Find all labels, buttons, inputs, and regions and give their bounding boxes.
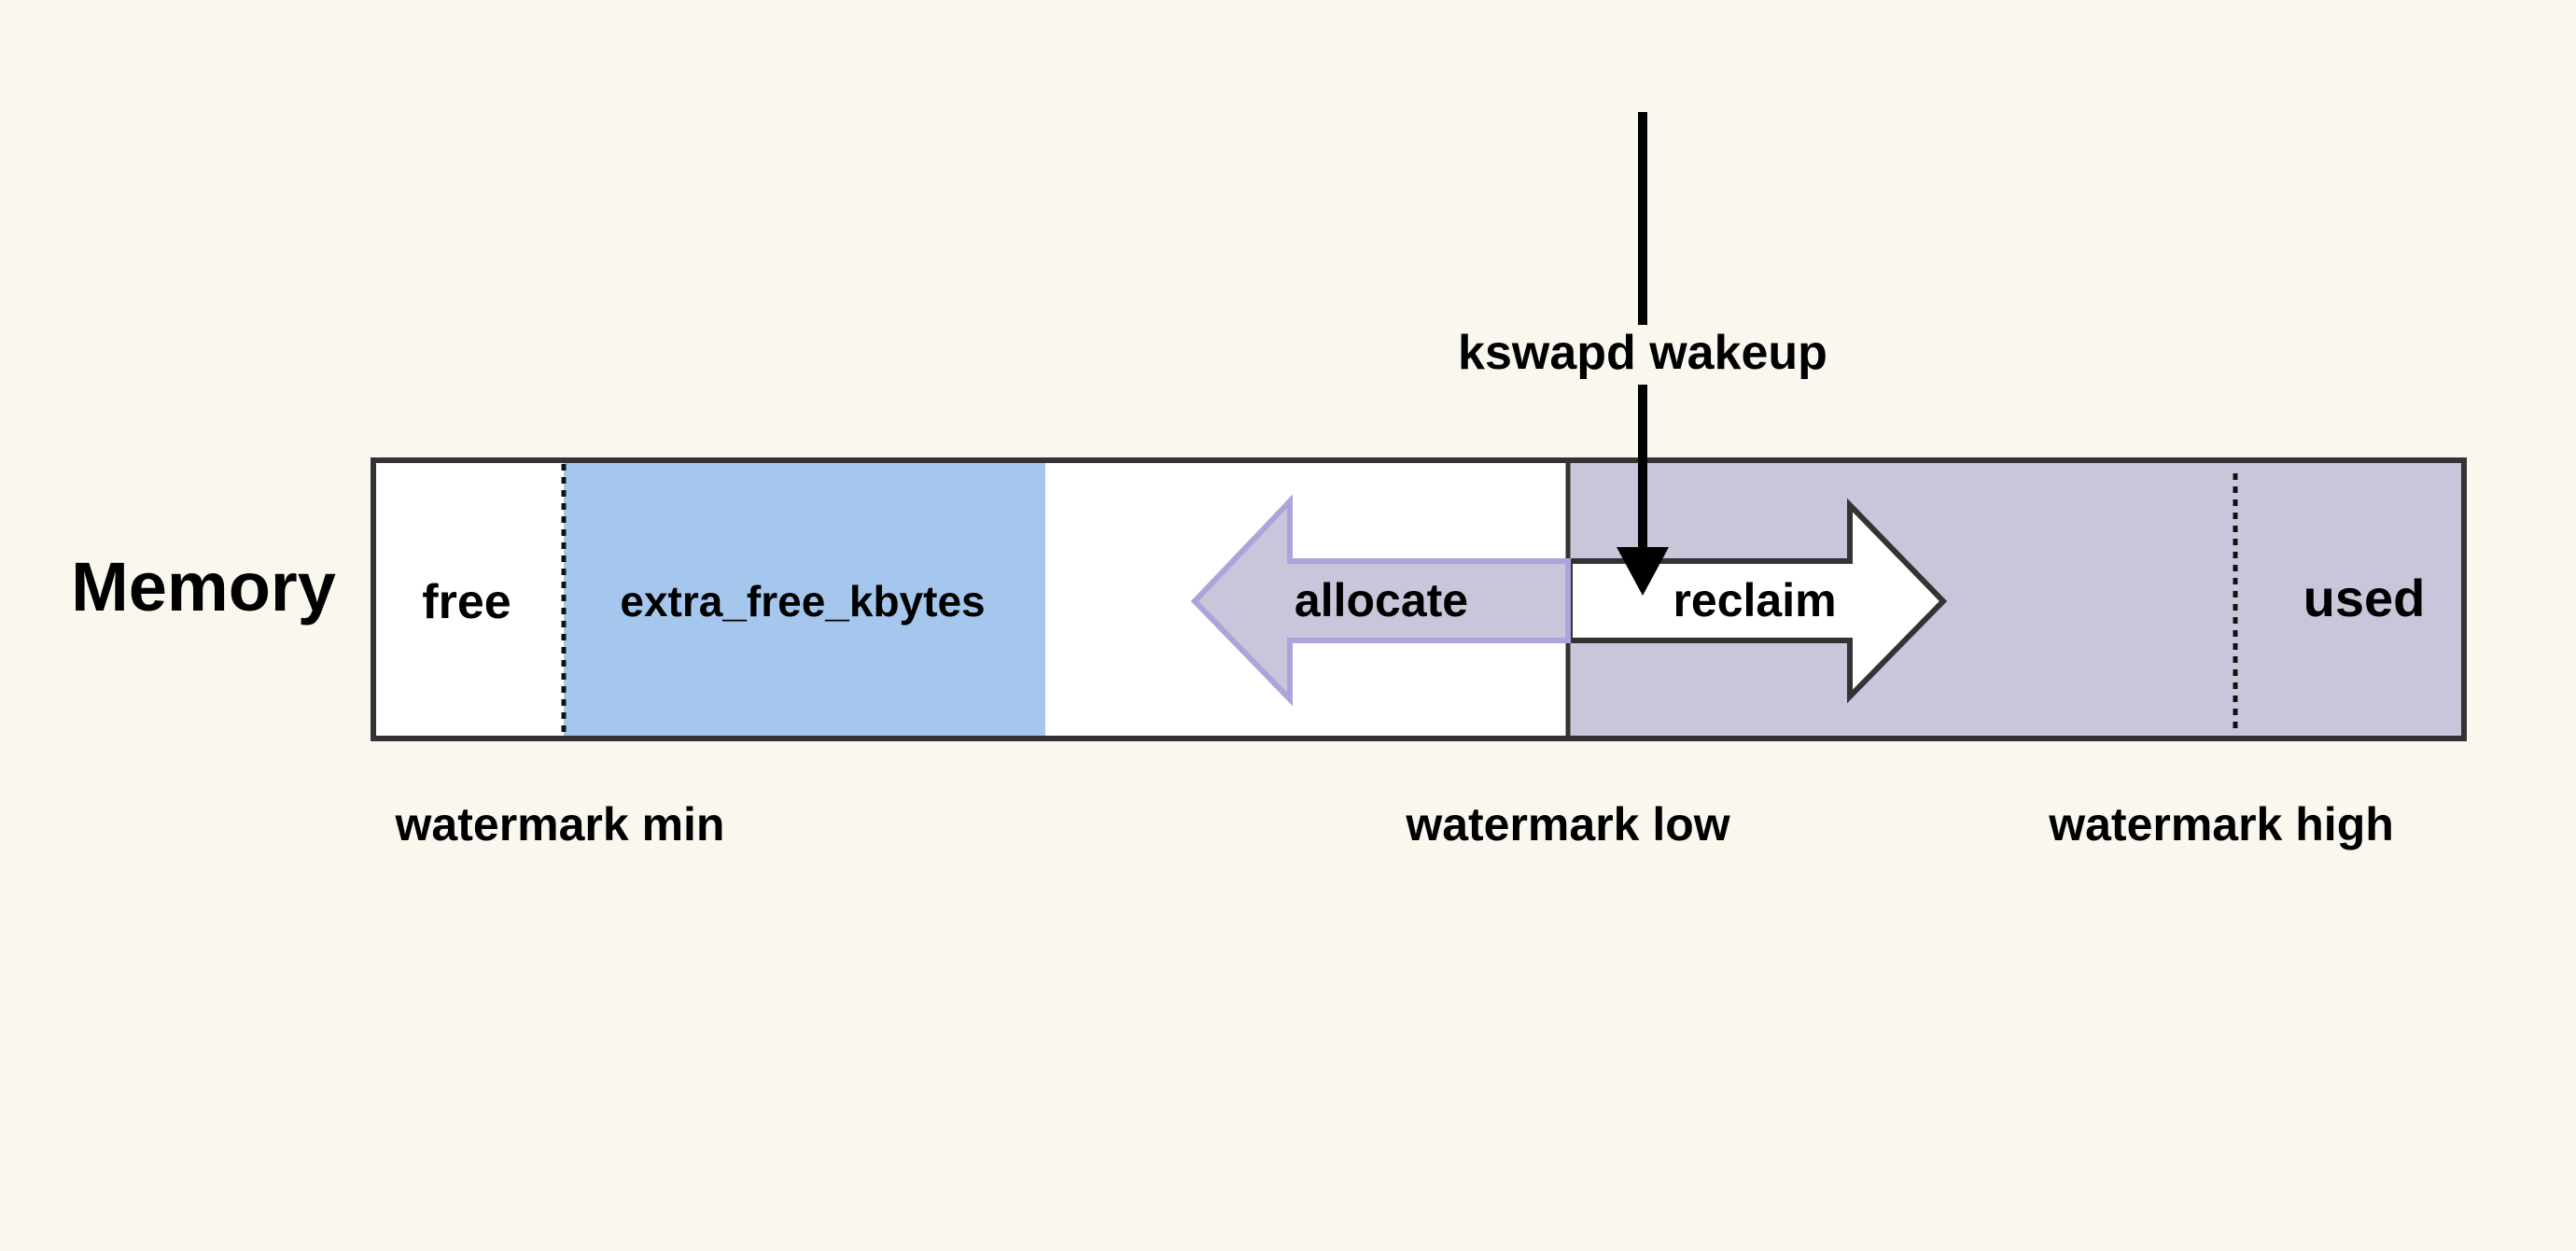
memory-bar-outline <box>371 457 2467 741</box>
reclaim-arrow <box>1567 498 1948 704</box>
kswapd-wakeup-arrowhead <box>1617 547 1669 596</box>
free-label: free <box>422 575 511 629</box>
kswapd-label-backdrop <box>1437 325 1848 385</box>
used-label: used <box>2303 569 2426 627</box>
kswapd-wakeup-label: kswapd wakeup <box>1458 326 1827 380</box>
watermark-low-label: watermark low <box>1405 798 1729 850</box>
allocate-arrow <box>1190 494 1571 707</box>
watermark-min-label: watermark min <box>395 798 725 850</box>
memory-label: Memory <box>71 548 336 626</box>
allocate-label: allocate <box>1295 574 1468 626</box>
reclaim-label: reclaim <box>1673 574 1836 626</box>
extra-free-kbytes-label: extra_free_kbytes <box>620 577 985 626</box>
extra-free-kbytes-region <box>564 460 1045 738</box>
watermark-high-label: watermark high <box>2048 798 2394 850</box>
